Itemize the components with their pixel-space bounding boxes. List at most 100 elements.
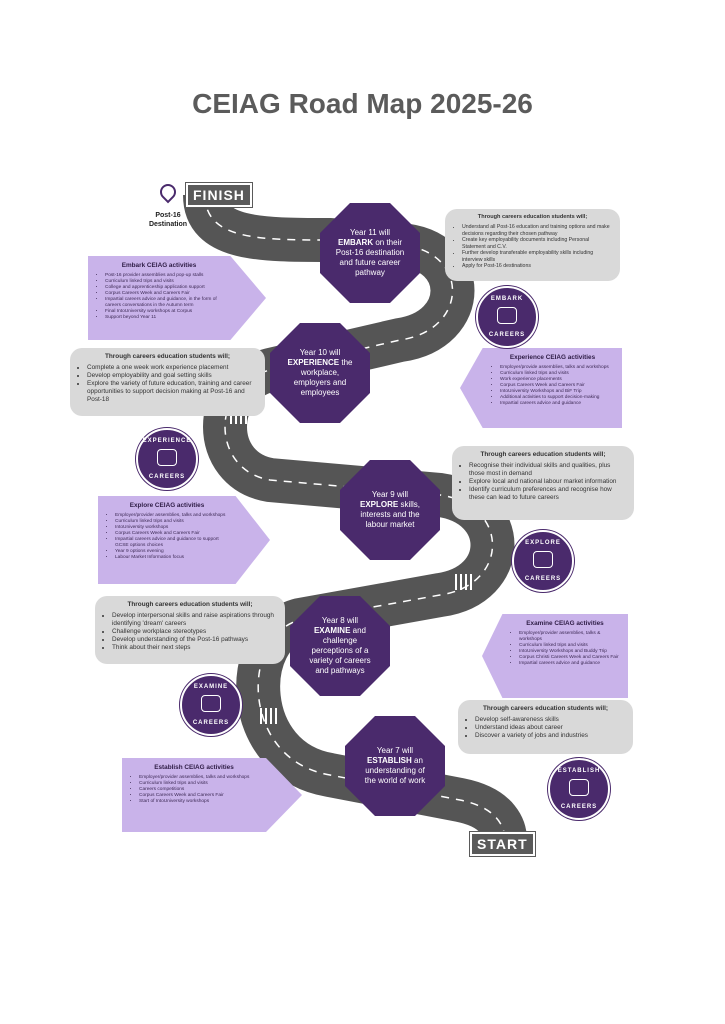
activities-text: Examine CEIAG activitiesEmployer/provide… bbox=[502, 614, 628, 698]
outcomes-heading: Through careers education students will; bbox=[483, 705, 608, 712]
year-octagon bbox=[345, 716, 445, 816]
head-lightbulb-icon bbox=[569, 779, 589, 796]
year-post: skills, interests and the labour market bbox=[360, 500, 421, 529]
activity-item: Corpus Careers Week and Careers Fair bbox=[115, 531, 228, 537]
outcome-item: Develop understanding of the Post-16 pat… bbox=[112, 636, 277, 644]
start-sign: START bbox=[470, 832, 535, 856]
outcome-item: Recognise their individual skills and qu… bbox=[469, 462, 626, 478]
badge-subtitle: CAREERS bbox=[524, 576, 562, 582]
year-statement-box: Year 10 will EXPERIENCE the workplace, e… bbox=[270, 323, 370, 423]
year-verb: EXPERIENCE bbox=[287, 358, 340, 367]
outcome-item: Further develop transferable employabili… bbox=[462, 250, 612, 263]
activity-item: IntoUniversity workshops bbox=[115, 525, 228, 531]
outcome-item: Understand ideas about career bbox=[475, 724, 625, 732]
year-statement-box: Year 9 will EXPLORE skills, interests an… bbox=[340, 460, 440, 560]
activities-heading: Examine CEIAG activities bbox=[526, 620, 604, 627]
badge-title: EXAMINE bbox=[193, 684, 229, 690]
outcomes-box: Through careers education students will;… bbox=[70, 348, 265, 416]
signpost-icon bbox=[533, 551, 553, 568]
outcome-item: Develop self-awareness skills bbox=[475, 716, 625, 724]
outcome-item: Understand all Post-16 education and tra… bbox=[462, 224, 612, 237]
activity-item: Start of IntoUniversity workshops bbox=[139, 799, 258, 805]
activity-item: Curriculum linked trips and visits bbox=[105, 279, 222, 285]
activity-item: Year 9 options evening bbox=[115, 549, 228, 555]
careers-badge: EXAMINE CAREERS bbox=[180, 674, 242, 736]
activities-heading: Experience CEIAG activities bbox=[509, 354, 596, 361]
outcomes-list: Recognise their individual skills and qu… bbox=[460, 462, 626, 502]
badge-subtitle: CAREERS bbox=[488, 332, 526, 338]
year-verb: EXPLORE bbox=[359, 500, 399, 509]
badge-subtitle: CAREERS bbox=[560, 804, 598, 810]
activity-item: Curriculum linked trips and visits bbox=[500, 371, 614, 377]
activities-list: Employer/provider assemblies, talks and … bbox=[130, 775, 258, 805]
activity-item: Careers competitions bbox=[139, 787, 258, 793]
activities-list: Post-16 provider assemblies and pop-up s… bbox=[96, 273, 222, 321]
activity-item: Corpus Careers Week and Careers Fair bbox=[105, 291, 222, 297]
activity-item: Impartial careers advice and guidance bbox=[500, 401, 614, 407]
mountain-flag-icon bbox=[497, 307, 517, 324]
outcome-item: Discover a variety of jobs and industrie… bbox=[475, 732, 625, 740]
year-statement: Year 8 will EXAMINE and challenge percep… bbox=[304, 616, 376, 676]
year-post: and challenge perceptions of a variety o… bbox=[309, 626, 371, 675]
activities-arrow bbox=[88, 256, 266, 340]
badge-title: EMBARK bbox=[490, 296, 524, 302]
activity-item: Curriculum linked trips and visits bbox=[139, 781, 258, 787]
year-statement-box: Year 7 will ESTABLISH an understanding o… bbox=[345, 716, 445, 816]
outcome-item: Create key employability documents inclu… bbox=[462, 237, 612, 250]
year-octagon bbox=[290, 596, 390, 696]
outcome-item: Complete a one week work experience plac… bbox=[87, 364, 257, 372]
activity-item: Labour Market Information focus bbox=[115, 555, 228, 561]
badge-subtitle: CAREERS bbox=[148, 474, 186, 480]
activity-item: Employer/provider assemblies, talks and … bbox=[139, 775, 258, 781]
activity-item: Post-16 provider assemblies and pop-up s… bbox=[105, 273, 222, 279]
outcome-item: Develop employability and goal setting s… bbox=[87, 372, 257, 380]
year-pre: Year 11 will bbox=[349, 228, 391, 237]
year-post: an understanding of the world of work bbox=[364, 756, 426, 785]
careers-badge: EMBARK CAREERS bbox=[476, 286, 538, 348]
finish-sign: FINISH bbox=[186, 183, 252, 207]
year-statement-box: Year 11 will EMBARK on their Post-16 des… bbox=[320, 203, 420, 303]
activities-heading: Establish CEIAG activities bbox=[154, 764, 234, 771]
activity-item: Additional activities to support decisio… bbox=[500, 395, 614, 401]
outcome-item: Think about their next steps bbox=[112, 644, 277, 652]
year-octagon bbox=[340, 460, 440, 560]
magnifier-icon bbox=[201, 695, 221, 712]
activity-item: Impartial careers advice and guidance to… bbox=[115, 537, 228, 549]
activity-item: IntoUniversity Workshops and Buddy Trip bbox=[519, 649, 620, 655]
year-octagon bbox=[320, 203, 420, 303]
year-statement: Year 10 will EXPERIENCE the workplace, e… bbox=[284, 348, 356, 398]
year-post: the workplace, employers and employees bbox=[293, 358, 353, 397]
activity-item: College and apprenticeship application s… bbox=[105, 285, 222, 291]
activity-item: Corpus Careers Week and Careers Fair bbox=[500, 383, 614, 389]
activity-item: Work experience placements bbox=[500, 377, 614, 383]
activity-item: Corpus Careers Week and Careers Fair bbox=[139, 793, 258, 799]
activities-text: Embark CEIAG activitiesPost-16 provider … bbox=[88, 256, 230, 340]
activity-item: Final IntoUniversity workshops at Corpus bbox=[105, 309, 222, 315]
year-verb: ESTABLISH bbox=[367, 756, 412, 765]
year-verb: EMBARK bbox=[337, 238, 374, 247]
year-post: on their Post-16 destination and future … bbox=[335, 238, 405, 277]
activities-text: Experience CEIAG activitiesEmployer/prov… bbox=[483, 348, 622, 428]
activities-arrow bbox=[460, 348, 622, 428]
outcomes-box: Through careers education students will;… bbox=[95, 596, 285, 664]
activities-list: Employer/provider assemblies, talks and … bbox=[106, 513, 228, 561]
activity-item: Impartial careers advice and guidance, i… bbox=[105, 297, 222, 309]
year-pre: Year 7 will bbox=[376, 746, 414, 755]
badge-subtitle: CAREERS bbox=[192, 720, 230, 726]
year-verb: EXAMINE bbox=[313, 626, 351, 635]
activities-arrow bbox=[122, 758, 302, 832]
activity-item: Employer/provide assemblies, talks and w… bbox=[500, 365, 614, 371]
outcome-item: Identify curriculum preferences and reco… bbox=[469, 486, 626, 502]
outcomes-heading: Through careers education students will; bbox=[477, 214, 588, 220]
year-statement: Year 11 will EMBARK on their Post-16 des… bbox=[334, 228, 406, 278]
activities-text: Establish CEIAG activitiesEmployer/provi… bbox=[122, 758, 266, 832]
activity-item: Curriculum linked trips and visits bbox=[519, 643, 620, 649]
outcomes-heading: Through careers education students will; bbox=[480, 451, 606, 458]
year-pre: Year 10 will bbox=[299, 348, 341, 357]
destination-label: Post-16 Destination bbox=[148, 212, 188, 228]
activities-list: Employer/provide assemblies, talks and w… bbox=[491, 365, 614, 407]
year-pre: Year 8 will bbox=[321, 616, 359, 625]
